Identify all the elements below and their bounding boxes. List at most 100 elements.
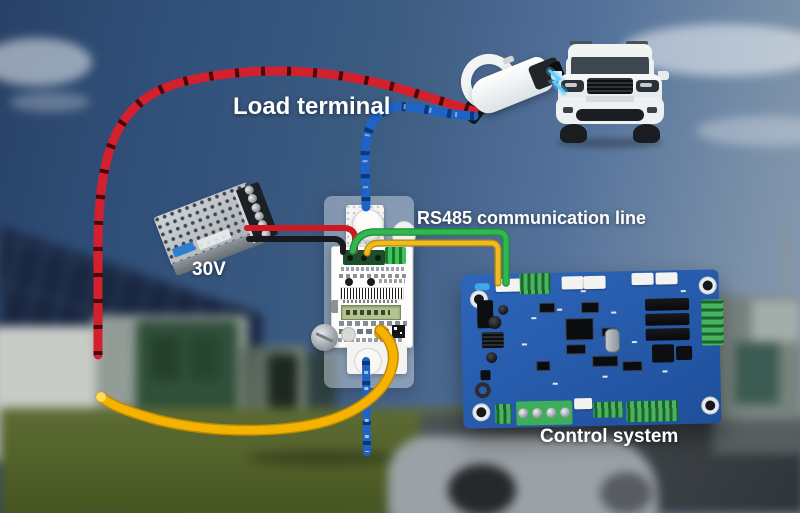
silkscreen <box>680 290 686 293</box>
terminal-screw <box>560 407 571 418</box>
background-structure <box>752 300 800 342</box>
ic-chip <box>622 360 643 372</box>
meter-button <box>345 278 353 286</box>
headlight-glint <box>640 83 652 87</box>
relay <box>645 327 690 341</box>
parked-car-blurred <box>388 436 658 513</box>
pillar-screen <box>268 354 298 408</box>
headlight <box>636 80 659 92</box>
meter-top-knob <box>352 209 384 241</box>
car-wheel <box>560 124 587 143</box>
grass-shadow <box>248 450 398 466</box>
silkscreen <box>662 370 668 373</box>
control-system-label: Control system <box>540 426 679 447</box>
meter-button <box>367 278 375 286</box>
meter-barcode <box>340 287 404 300</box>
car-wheel <box>633 124 660 143</box>
psu-voltage-label: 30V <box>192 259 226 280</box>
usb-port <box>604 328 621 353</box>
rs485-terminal-block <box>519 272 551 295</box>
meter-cover-hinge <box>341 327 356 342</box>
heatsink <box>481 331 504 349</box>
silkscreen <box>552 382 558 385</box>
white-connector <box>583 275 606 290</box>
load-terminal-label: Load terminal <box>233 93 391 120</box>
inductor <box>474 382 492 399</box>
relay <box>651 344 675 363</box>
side-terminal-block <box>700 299 724 346</box>
pole <box>782 226 789 298</box>
silkscreen <box>531 317 537 320</box>
fog-light <box>647 107 657 113</box>
terminal-screw <box>259 228 272 240</box>
car-windshield <box>566 57 654 78</box>
mounting-hole <box>701 396 720 415</box>
bottom-terminal-block <box>593 401 624 418</box>
power-screw-terminal <box>516 400 573 426</box>
component <box>480 370 491 381</box>
lcd-digits <box>346 310 390 315</box>
ic-chip <box>539 302 556 314</box>
car-grille <box>587 78 633 94</box>
meter-fine-print <box>379 279 405 283</box>
mounting-hole <box>472 403 491 422</box>
silkscreen <box>611 311 617 314</box>
terminal-screw <box>347 254 353 261</box>
mcu-chip <box>565 317 594 341</box>
meter-terminal-block <box>343 250 385 265</box>
ic-chip <box>581 301 600 314</box>
relay <box>644 297 690 311</box>
meter-bottom-knob <box>354 348 382 375</box>
white-connector <box>561 276 584 290</box>
terminal-screw <box>375 254 381 261</box>
meter-seal-disc <box>392 221 416 248</box>
ic-chip <box>536 360 551 372</box>
cabinet-door <box>150 336 180 380</box>
white-connector <box>631 272 654 286</box>
meter-mounting-screw <box>311 324 338 351</box>
background-shadow <box>712 420 800 454</box>
wheel <box>448 464 516 513</box>
terminal-screw <box>361 254 367 261</box>
headlight-glint <box>565 83 577 87</box>
bumper-air-intake <box>576 109 644 121</box>
meter-lcd-display <box>341 305 401 320</box>
cabinet-door <box>190 336 220 380</box>
car-shadow <box>556 138 664 148</box>
control-board-pcb <box>460 269 724 429</box>
meter-yellow-wire-terminal <box>374 325 389 340</box>
psu-case <box>153 181 279 277</box>
capacitor <box>498 304 509 315</box>
cloud <box>0 38 92 86</box>
white-connector <box>574 397 593 410</box>
wheel <box>600 472 652 513</box>
ic-chip <box>565 344 587 355</box>
cloud <box>696 116 800 146</box>
roof-rail <box>626 41 648 45</box>
headlight <box>561 80 584 92</box>
meter-fine-print <box>341 267 405 271</box>
white-connector <box>655 272 678 285</box>
bottom-terminal-block <box>495 403 512 425</box>
terminal-screw <box>518 408 529 419</box>
capacitor <box>486 351 498 364</box>
ic-chip <box>592 355 619 367</box>
meter-serial-number <box>343 300 399 303</box>
meter-side-tab <box>331 300 338 313</box>
relay <box>675 345 693 361</box>
relay <box>645 312 690 326</box>
roof-rail <box>570 41 592 45</box>
capacitor <box>488 315 502 330</box>
bottom-terminal-block <box>626 400 679 423</box>
cloud <box>10 92 90 112</box>
side-mirror <box>658 71 669 80</box>
blue-component <box>474 283 490 291</box>
mounting-hole <box>698 276 717 295</box>
screw-slot <box>315 332 334 343</box>
car-roof <box>568 44 652 61</box>
white-connector <box>495 278 522 292</box>
license-plate-area <box>586 96 634 102</box>
silkscreen <box>580 290 586 293</box>
terminal-screw <box>532 408 543 419</box>
meter-qr-code <box>392 325 405 338</box>
